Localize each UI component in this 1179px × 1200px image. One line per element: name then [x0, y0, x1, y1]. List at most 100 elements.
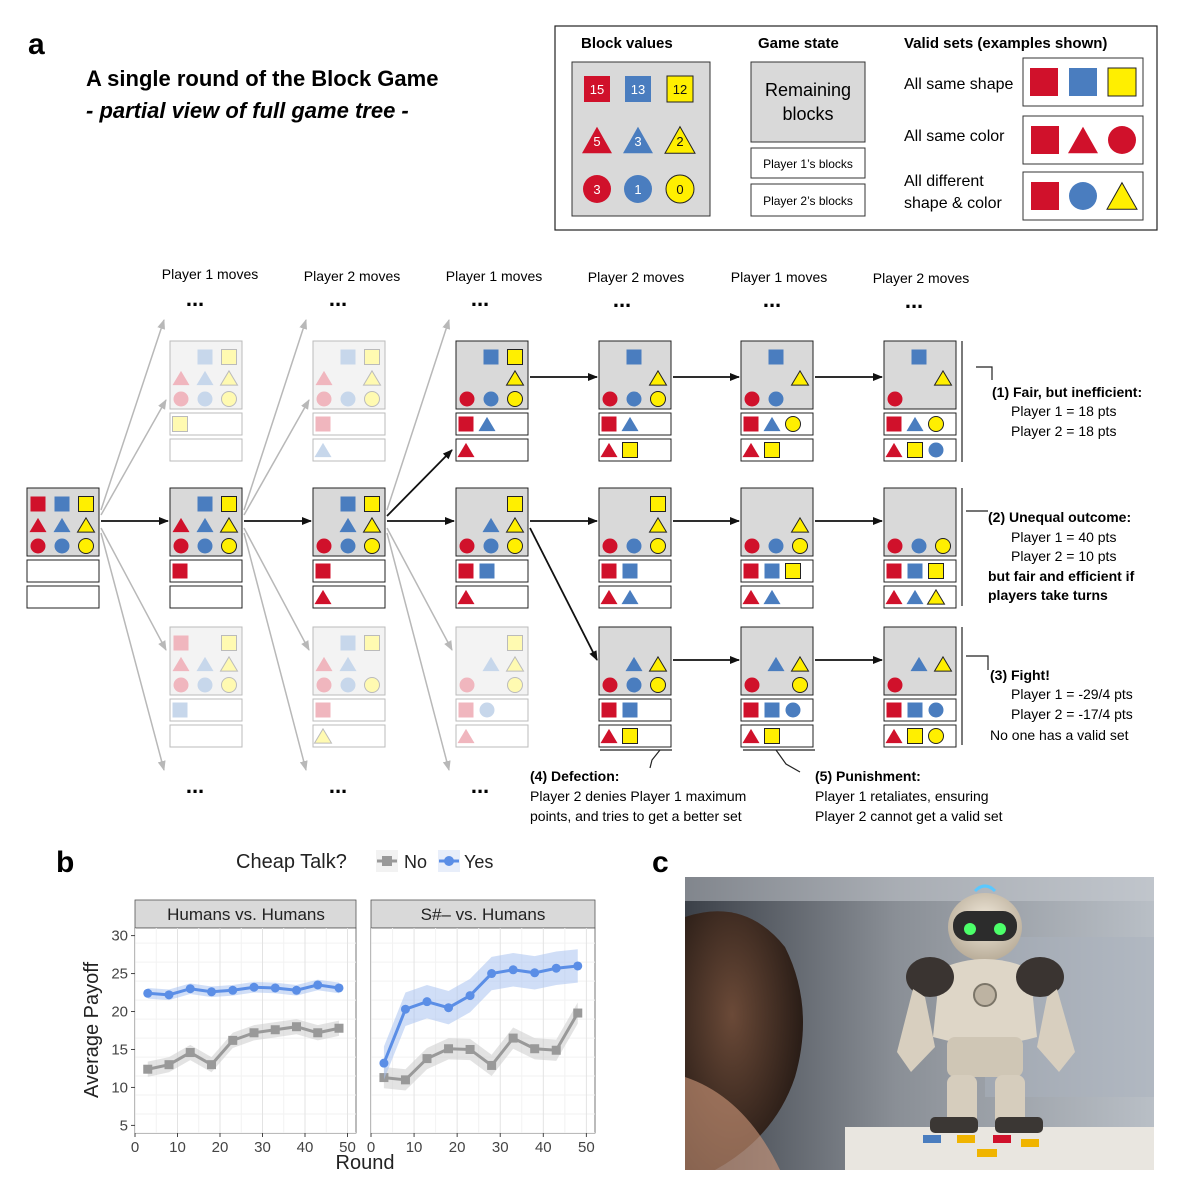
outcome-4-line-1: Player 2 denies Player 1 maximum [530, 788, 746, 804]
node-6-bottom [883, 626, 957, 748]
blue-circle-block [626, 538, 642, 554]
red-triangle-block [742, 728, 760, 744]
legend-value-yellow-square: 12 [673, 82, 687, 97]
blue-triangle-block [53, 517, 71, 533]
yes-point [444, 1003, 454, 1013]
yellow-triangle-block [648, 516, 668, 533]
yellow-circle-block [650, 677, 666, 693]
red-circle-block [887, 538, 903, 554]
red-triangle-block [600, 589, 618, 605]
outcome-2-note-1: but fair and efficient if [988, 568, 1135, 584]
yellow-circle-block [507, 677, 523, 693]
blue-square-block [483, 349, 499, 365]
outcome-2-p2: Player 2 = 10 pts [1011, 548, 1116, 564]
arrow-gray [243, 399, 310, 516]
no-point [185, 1048, 195, 1058]
blue-circle-block [340, 677, 356, 693]
blue-triangle-block [763, 589, 781, 605]
yellow-square-block [622, 728, 638, 744]
red-square-block [458, 416, 474, 432]
blue-triangle-block [482, 517, 500, 533]
yellow-triangle-block [76, 516, 96, 533]
legend-value-blue-square: 13 [631, 82, 645, 97]
yes-point [465, 991, 475, 1001]
yellow-square-block [1107, 67, 1137, 97]
yellow-circle-block [650, 538, 666, 554]
player1-blocks [169, 698, 243, 722]
yellow-square-block [507, 635, 523, 651]
red-triangle-block [600, 728, 618, 744]
node-3-top [455, 340, 529, 462]
arrow-gray [386, 532, 451, 771]
yellow-square-block [221, 349, 237, 365]
yellow-square-block [78, 496, 94, 512]
yes-point [400, 1004, 410, 1014]
player2-blocks [598, 585, 672, 609]
red-square-block [172, 563, 188, 579]
x-tick-label: 10 [169, 1139, 186, 1156]
red-triangle-block [172, 517, 190, 533]
yellow-circle-block [507, 391, 523, 407]
photo-table [845, 1127, 1154, 1170]
player2-blocks [740, 585, 814, 609]
yellow-square-block [764, 442, 780, 458]
node-5-mid [740, 487, 814, 609]
blue-triangle-block [482, 656, 500, 672]
yes-point [313, 980, 323, 990]
arrow-gray [100, 399, 167, 516]
player1-blocks [312, 698, 386, 722]
red-triangle-block [582, 126, 612, 154]
ellipsis-bottom-3: ... [471, 773, 489, 798]
player1-blocks [455, 698, 529, 722]
series-yes-ribbon [383, 949, 578, 1080]
red-triangle-block [314, 589, 332, 605]
blue-triangle-block [196, 370, 214, 386]
ellipsis-bottom-2: ... [329, 773, 347, 798]
yellow-circle-block [364, 391, 380, 407]
red-circle-block [583, 175, 611, 203]
blue-square-block [622, 563, 638, 579]
blue-triangle-block [625, 656, 643, 672]
blue-triangle-block [906, 416, 924, 432]
no-point [164, 1060, 174, 1070]
outcome-texts: (1) Fair, but inefficient: Player 1 = 18… [530, 384, 1142, 824]
blue-circle-block [624, 175, 652, 203]
legend-box: Block values Game state Valid sets (exam… [554, 25, 1158, 231]
node-faded-1a [169, 340, 243, 462]
move-label-4: Player 2 moves [588, 269, 684, 285]
yellow-triangle-block [505, 516, 525, 533]
yellow-triangle-block [219, 655, 239, 672]
yes-point [143, 988, 153, 998]
yellow-triangle-block [362, 369, 382, 386]
yellow-square-block [507, 496, 523, 512]
blue-circle-block [785, 702, 801, 718]
yellow-triangle-block [1106, 181, 1138, 210]
remaining-board [312, 626, 386, 696]
yellow-circle-block [928, 728, 944, 744]
red-square-block [584, 76, 610, 102]
remaining-board [169, 340, 243, 410]
no-point [228, 1035, 238, 1045]
legend-p1-blocks-label: Player 1’s blocks [763, 157, 853, 171]
facet-title-right: S#– vs. Humans [421, 905, 546, 924]
legend-value-yellow-circle: 0 [676, 182, 683, 197]
blue-square-block [197, 349, 213, 365]
no-point [313, 1028, 323, 1038]
red-triangle-block [457, 589, 475, 605]
red-triangle-block [457, 728, 475, 744]
blue-square-block [197, 496, 213, 512]
blue-square-block [172, 702, 188, 718]
y-tick-label: 30 [111, 928, 128, 945]
outcome-5-line-1: Player 1 retaliates, ensuring [815, 788, 989, 804]
outcome-3-p1: Player 1 = -29/4 pts [1011, 686, 1133, 702]
blue-square-block [911, 349, 927, 365]
x-tick-label: 30 [254, 1139, 271, 1156]
no-point [530, 1044, 540, 1054]
move-label-3: Player 1 moves [446, 268, 542, 284]
red-triangle-block [600, 442, 618, 458]
red-triangle-block [29, 517, 47, 533]
chart-legend-yes-marker [444, 856, 454, 866]
y-axis-label: Average Payoff [81, 962, 103, 1098]
arrow-gray [243, 532, 308, 771]
